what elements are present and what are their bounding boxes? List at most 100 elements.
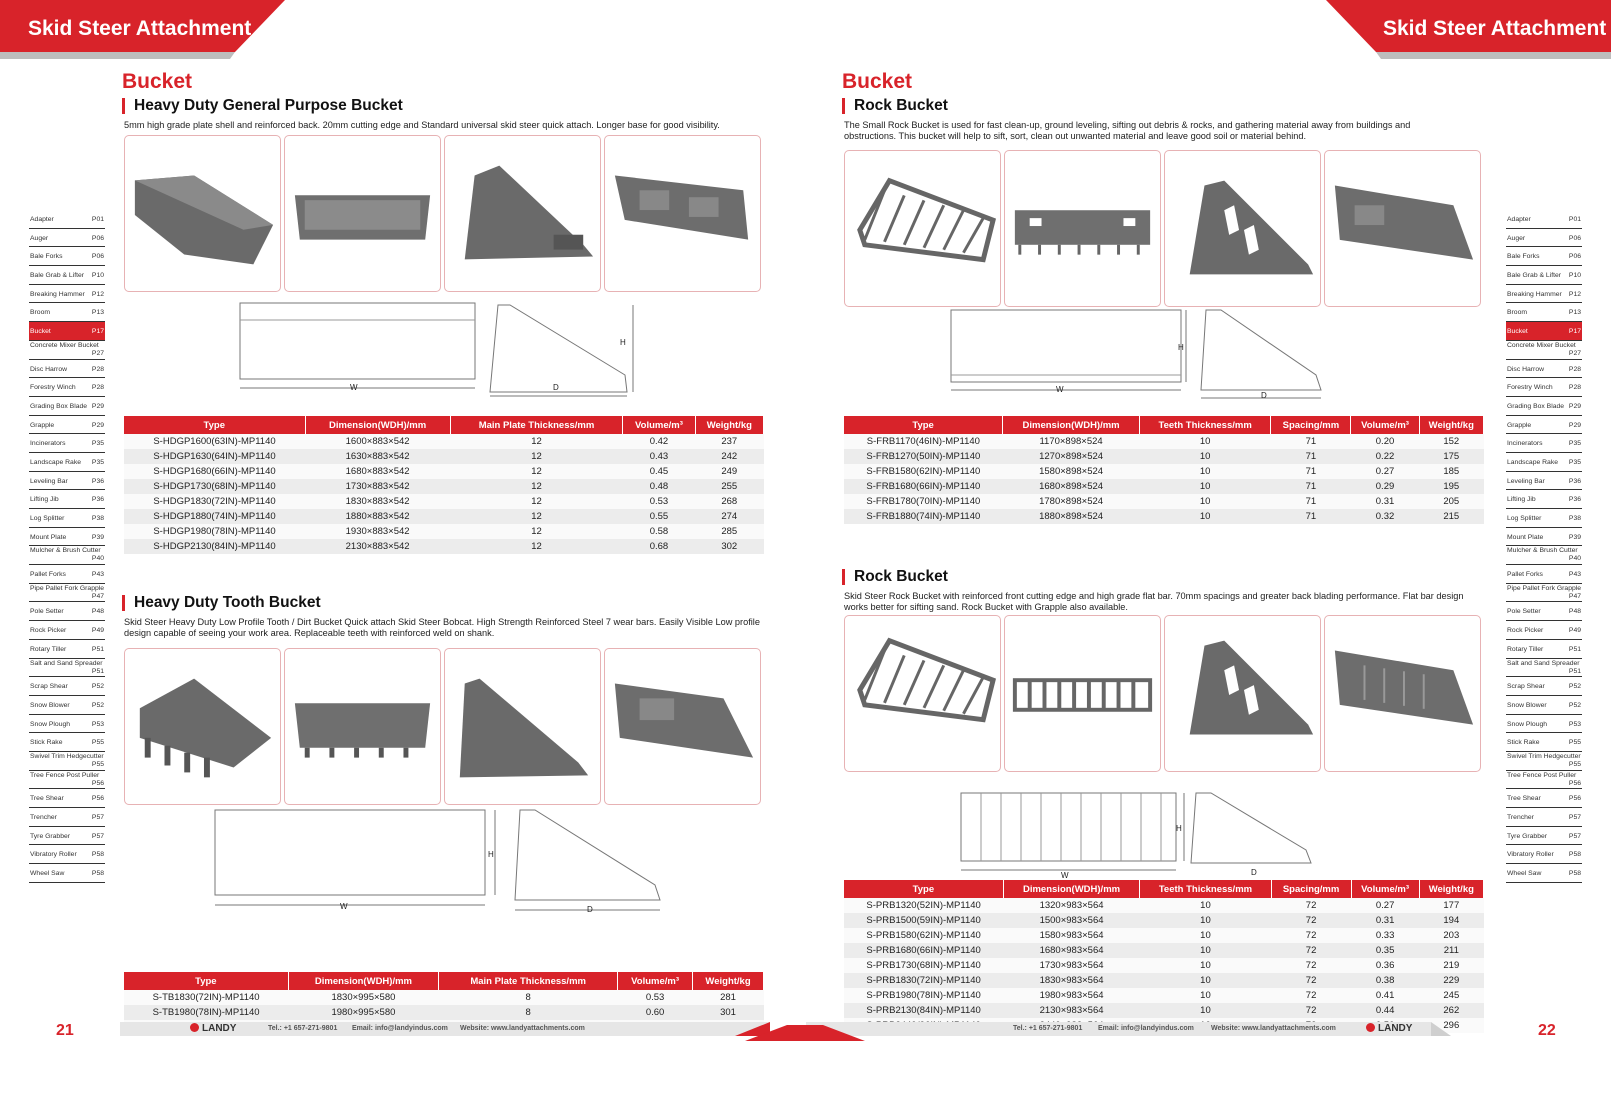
logo-text: LANDY	[1378, 1023, 1413, 1034]
column-header: Dimension(WDH)/mm	[305, 416, 451, 434]
rock-bucket-image	[1334, 650, 1474, 725]
bucket-image	[134, 175, 274, 265]
product-image	[1004, 150, 1161, 307]
product-image	[1324, 615, 1481, 772]
table-cell: 219	[1419, 958, 1484, 973]
sidebar-item-label: Rotary Tiller	[1507, 645, 1544, 653]
table-cell: S-FRB1580(62IN)-MP1140	[844, 464, 1003, 479]
header-banner-right: Skid Steer Attachment	[1321, 0, 1611, 59]
sidebar-item-label: Log Splitter	[30, 515, 65, 522]
sidebar-item-label: Pallet Forks	[1507, 571, 1543, 579]
table-cell: 72	[1271, 1003, 1352, 1018]
sidebar-item-label: Mulcher & Brush Cutter	[30, 547, 101, 555]
sidebar-item-label: Breaking Hammer	[1507, 290, 1562, 298]
table-cell: 71	[1270, 464, 1351, 479]
table-cell: 0.36	[1351, 958, 1420, 973]
table-cell: 12	[450, 524, 623, 539]
sidebar-item-label: Mount Plate	[1507, 533, 1544, 541]
product-image	[124, 135, 281, 292]
sidebar-item-page: P06	[91, 234, 104, 242]
column-header: Main Plate Thickness/mm	[438, 972, 619, 990]
sidebar-item-page: P56	[91, 795, 104, 803]
sidebar-item-label: Stick Rake	[30, 739, 63, 747]
sidebar-item-label: Tree Fence Post Puller	[1507, 771, 1577, 779]
table-cell: 205	[1419, 494, 1484, 509]
sidebar-item-label: Bucket	[1507, 328, 1528, 336]
